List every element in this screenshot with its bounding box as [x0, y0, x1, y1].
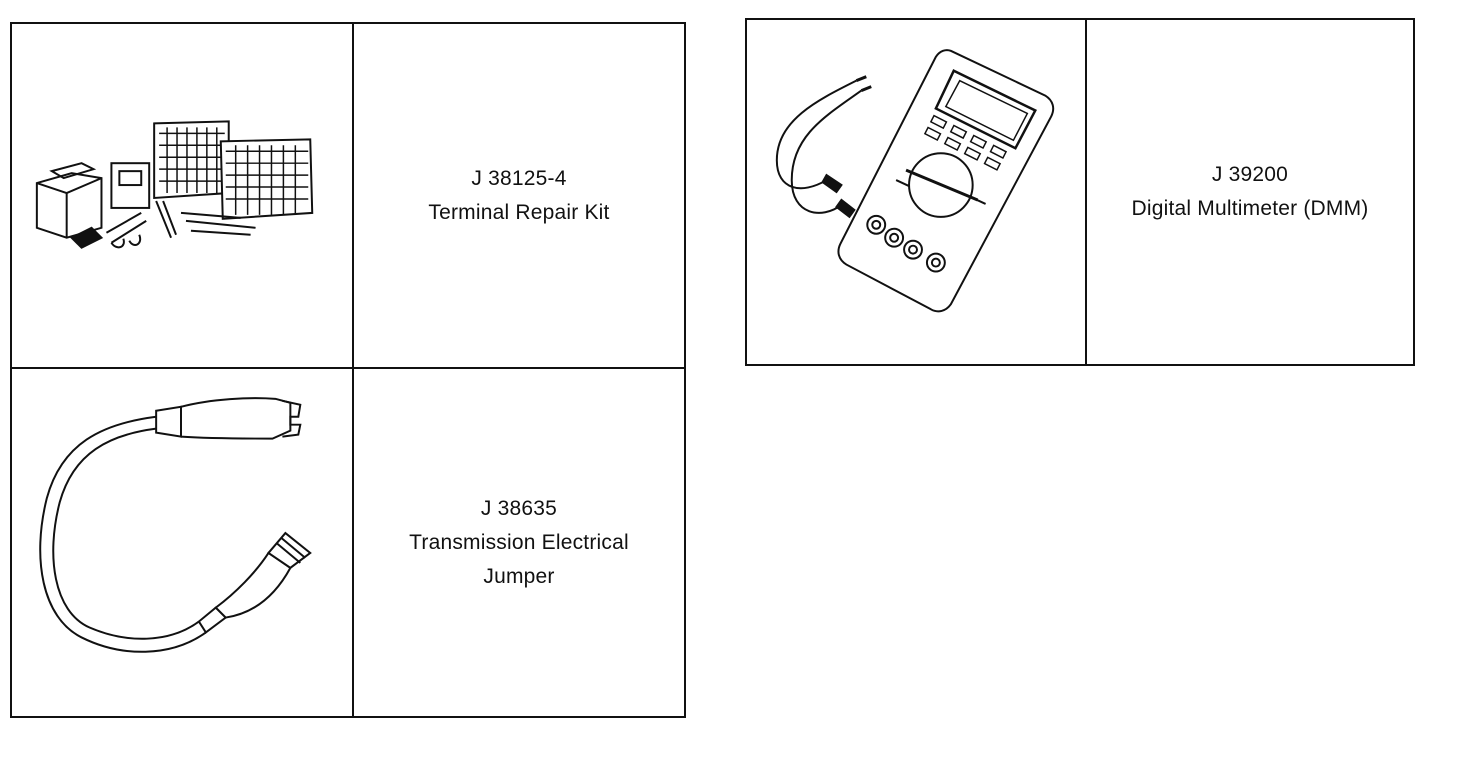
- tool-table-right: J 39200 Digital Multimeter (DMM): [745, 18, 1415, 366]
- part-number: J 38635: [480, 496, 558, 520]
- tool-name: Transmission Electrical: [409, 530, 629, 554]
- terminal-repair-kit-illustration: [35, 120, 314, 249]
- tool-name: Digital Multimeter (DMM): [1131, 197, 1369, 220]
- part-number: J 39200: [1211, 163, 1289, 186]
- tool-table-left: J 38125-4 Terminal Repair Kit J 38635 Tr…: [10, 22, 686, 718]
- tool-name: Terminal Repair Kit: [428, 200, 610, 224]
- digital-multimeter-cell: [747, 20, 1087, 364]
- electrical-jumper-label: J 38635 Transmission Electrical Jumper: [354, 369, 684, 716]
- digital-multimeter-illustration: [775, 49, 1055, 313]
- terminal-repair-kit-cell: [12, 24, 354, 369]
- tool-name-line-2: Jumper: [483, 564, 555, 588]
- electrical-jumper-cell: [12, 369, 354, 716]
- part-number: J 38125-4: [471, 166, 567, 190]
- digital-multimeter-label: J 39200 Digital Multimeter (DMM): [1087, 20, 1413, 364]
- electrical-jumper-illustration: [39, 397, 312, 653]
- terminal-repair-kit-label: J 38125-4 Terminal Repair Kit: [354, 24, 684, 369]
